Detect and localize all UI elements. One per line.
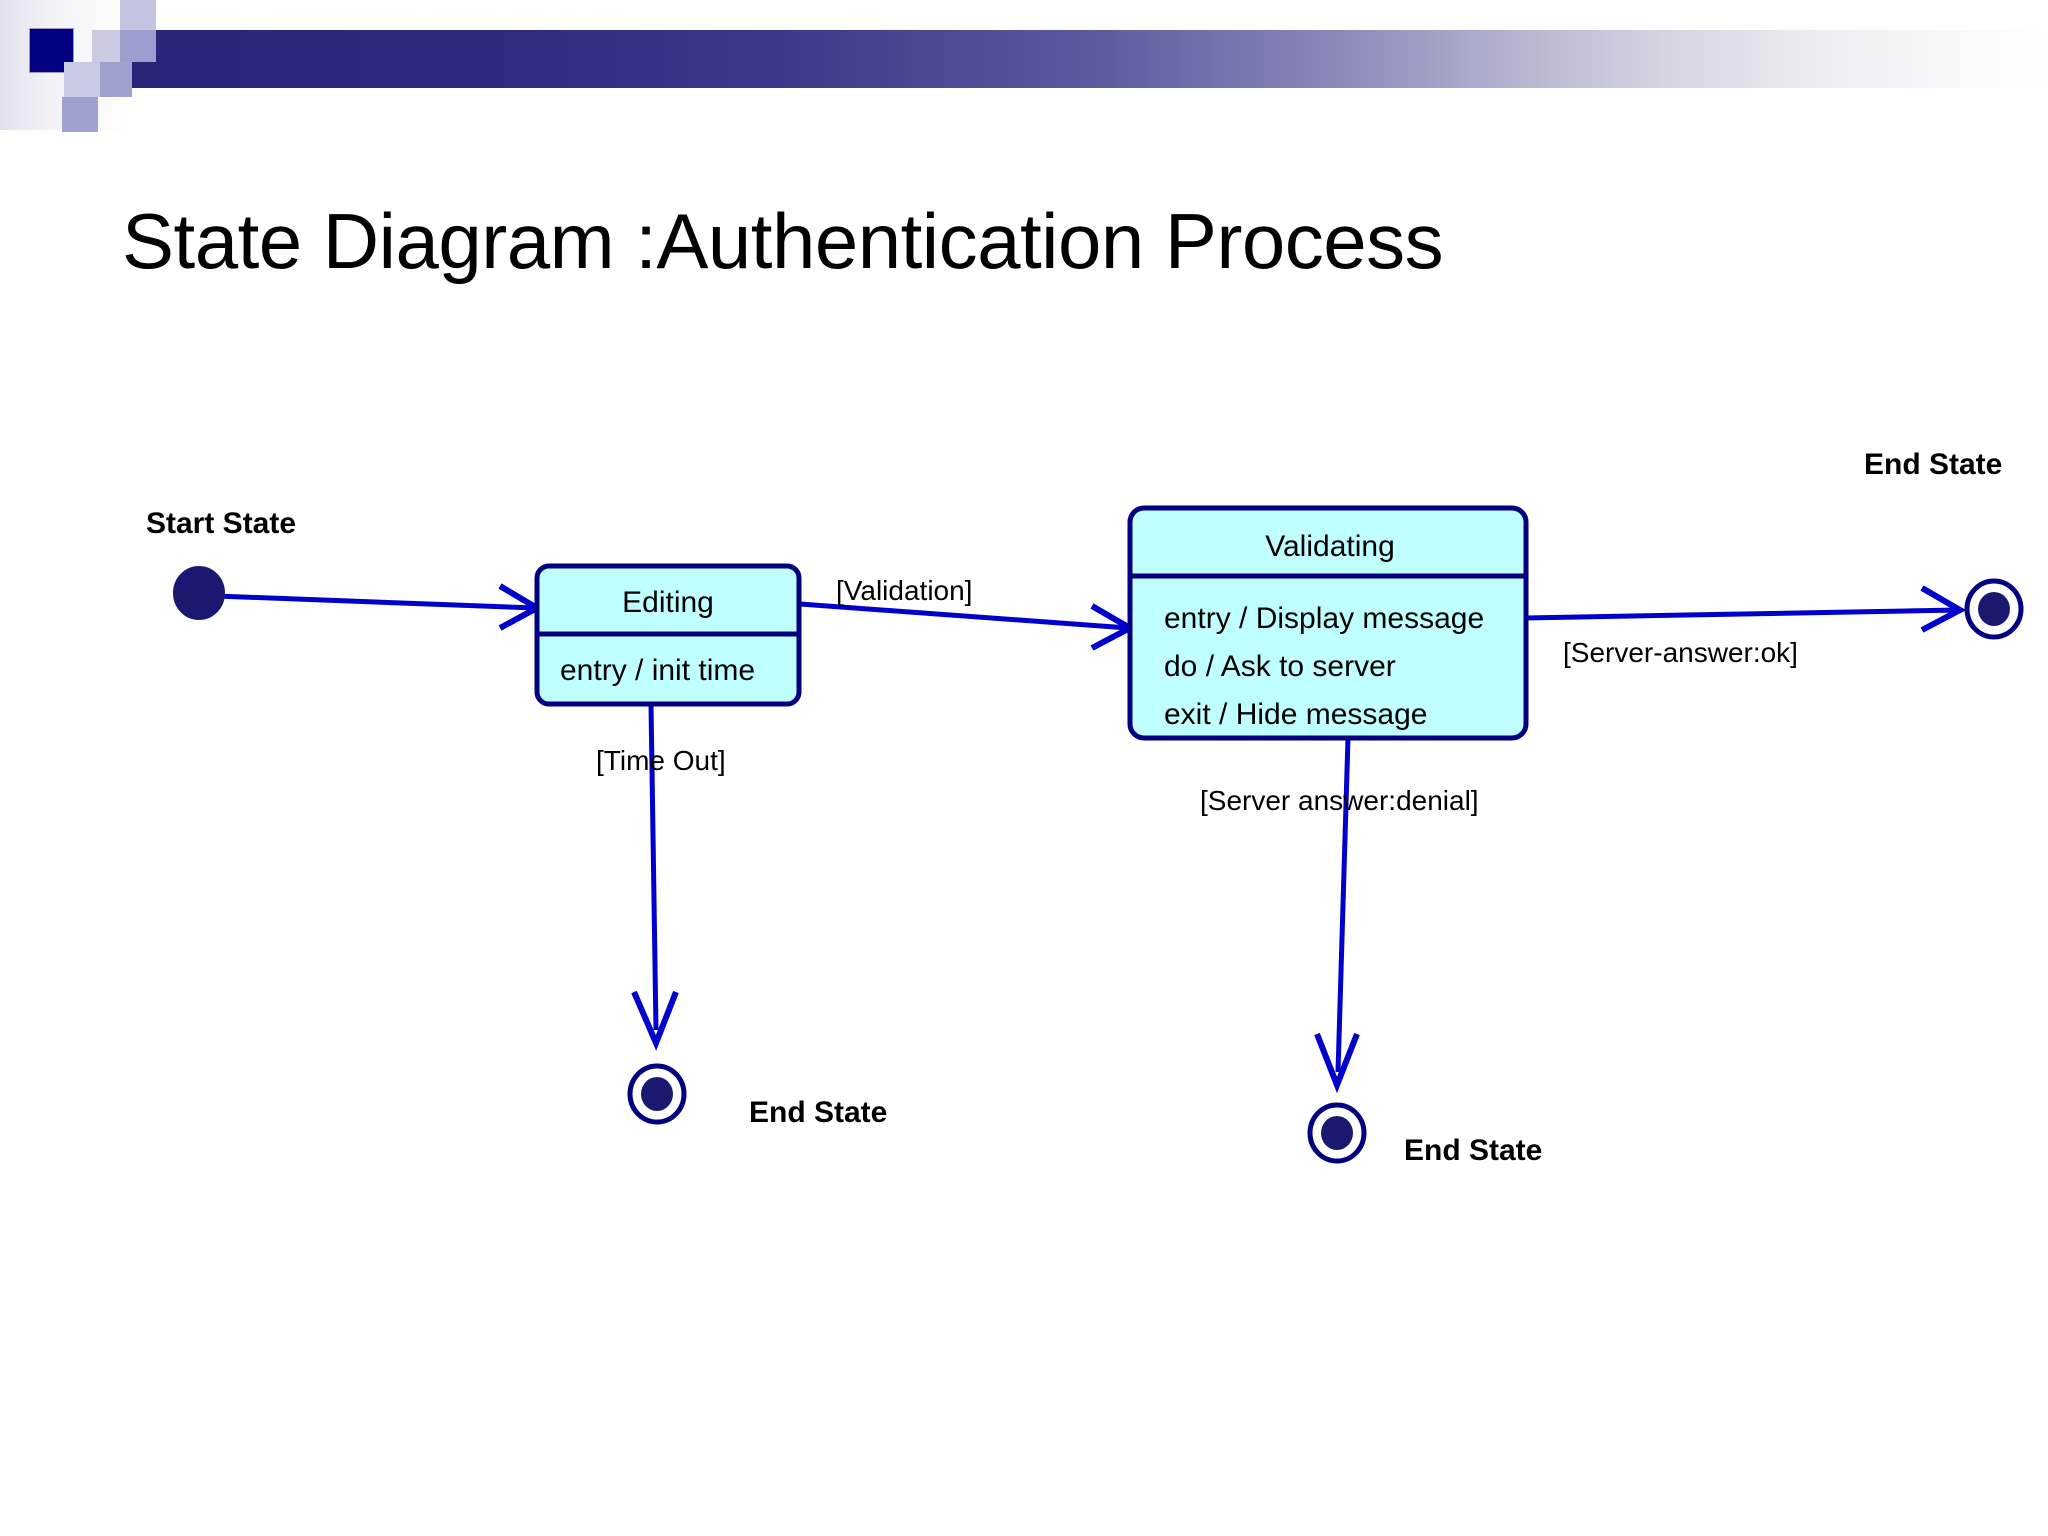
state-activity-validating-2: exit / Hide message — [1164, 698, 1427, 731]
transition-validating-to-end-ok — [1525, 585, 1967, 633]
header-square-periwinkle-b — [100, 62, 132, 97]
header-square-periwinkle-a — [120, 30, 156, 62]
transition-editing-to-end — [631, 703, 679, 1051]
header-square-lavender-a — [92, 30, 120, 62]
guard-label-server-answer-denial: [Server answer:denial] — [1200, 785, 1479, 816]
start-state-marker[interactable] — [173, 566, 225, 620]
end-state-label-editing: End State — [749, 1096, 887, 1129]
state-box-validating[interactable]: Validating entry / Display message do / … — [1127, 505, 1529, 741]
state-activity-validating-0: entry / Display message — [1164, 602, 1484, 635]
end-state-marker-editing[interactable] — [627, 1063, 687, 1125]
page-title: State Diagram :Authentication Process — [122, 197, 1444, 285]
transition-start-to-editing — [215, 583, 544, 631]
header-square-lavender-b — [64, 62, 100, 97]
start-state-label: Start State — [146, 507, 296, 540]
header-gradient-bar — [130, 30, 2048, 88]
state-activity-validating-1: do / Ask to server — [1164, 650, 1396, 683]
state-name-validating: Validating — [1265, 530, 1395, 563]
guard-label-server-answer-ok: [Server-answer:ok] — [1563, 637, 1798, 668]
state-activity-editing-0: entry / init time — [560, 654, 755, 687]
end-state-marker-validating[interactable] — [1307, 1102, 1367, 1164]
state-name-editing: Editing — [622, 586, 714, 619]
transition-validating-to-end-denial — [1314, 737, 1360, 1094]
header-decoration — [0, 0, 2048, 132]
transition-editing-to-validating — [799, 601, 1137, 651]
guard-label-validation: [Validation] — [836, 575, 972, 606]
end-state-label-validating: End State — [1404, 1134, 1542, 1167]
state-box-editing[interactable]: Editing entry / init time — [534, 563, 802, 707]
end-state-marker-top-right[interactable] — [1964, 578, 2024, 640]
guard-label-time-out: [Time Out] — [596, 745, 726, 776]
header-square-periwinkle-c — [62, 97, 98, 132]
end-state-label-top-right: End State — [1864, 448, 2002, 481]
